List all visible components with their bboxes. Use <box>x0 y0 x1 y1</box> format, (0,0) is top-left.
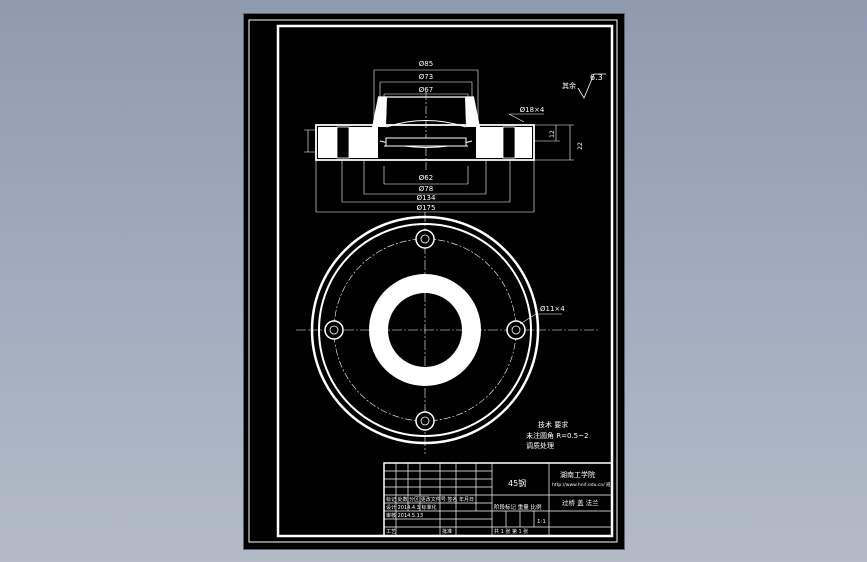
dim-h12: 12 <box>549 130 556 138</box>
roughness-value: 6.3 <box>590 73 603 82</box>
bolt-hole-left-plan <box>324 320 344 340</box>
plan-view: Ø11×4 <box>296 212 599 454</box>
approve: 批准 <box>442 528 452 535</box>
bolt-hole-right-plan <box>506 320 526 340</box>
boss-right-wall <box>465 97 480 127</box>
section-dim-texts: Ø85 Ø73 Ø67 Ø62 Ø78 Ø134 Ø175 Ø18×4 22 1… <box>417 60 584 212</box>
drawing-sheet: Ø85 Ø73 Ø67 Ø62 Ø78 Ø134 Ø175 Ø18×4 22 1… <box>244 14 624 549</box>
review-row: 审核 2014.5.13 <box>386 512 423 519</box>
dim-d85: Ø85 <box>419 60 433 68</box>
bore-groove <box>385 137 467 147</box>
roughness-label: 其余 <box>562 81 576 90</box>
plan-bolt-holes <box>324 229 526 431</box>
bolt-hole-top <box>415 229 435 249</box>
dim-d175: Ø175 <box>417 204 436 212</box>
dim-d78: Ø78 <box>419 185 433 193</box>
boss-left-wall <box>372 97 387 127</box>
dim-d62: Ø62 <box>419 174 433 182</box>
school-url: http://www.hnit.edu.cn/ 班 <box>552 481 611 488</box>
tech-notes-line1: 未注圆角 R=0.5~2 <box>526 431 588 440</box>
dim-lines <box>304 69 574 213</box>
stage-cols: 阶段标记 重量 比例 <box>494 503 542 511</box>
title-block-texts: 45钢 湖南工学院 http://www.hnit.edu.cn/ 班 过桥 盖… <box>386 470 611 535</box>
hole-leader <box>519 313 562 325</box>
header-cols: 标记 处数 分区 更改文件号 签名 年月日 <box>386 496 474 503</box>
tech-notes-title: 技术 要求 <box>538 420 568 429</box>
bolt-hole-bottom <box>415 411 435 431</box>
sheet-count: 共 1 张 第 1 张 <box>494 528 528 535</box>
outer-border <box>248 19 618 543</box>
section-view <box>304 69 574 213</box>
bolt-hole-inner <box>329 234 521 426</box>
bolt-hole-right <box>502 126 516 159</box>
material: 45钢 <box>508 478 526 488</box>
title-block <box>383 462 613 537</box>
hole-callout: Ø11×4 <box>540 305 565 313</box>
tech-notes-line2: 调质处理 <box>526 441 554 450</box>
dim-h22: 22 <box>577 142 584 150</box>
school-name: 湖南工学院 <box>560 470 595 479</box>
designer-row: 设计 2014.4.3 标准化 <box>386 504 436 511</box>
dim-holes: Ø18×4 <box>520 106 545 114</box>
dim-d67: Ø67 <box>419 86 433 94</box>
process: 工艺 <box>386 529 396 535</box>
cad-drawing: Ø85 Ø73 Ø67 Ø62 Ø78 Ø134 Ø175 Ø18×4 22 1… <box>248 19 618 543</box>
scale: 1:1 <box>537 519 546 525</box>
roughness-symbol: 其余 6.3 <box>562 73 606 99</box>
part-name: 过桥 盖 法兰 <box>562 498 599 507</box>
tech-notes: 技术 要求 未注圆角 R=0.5~2 调质处理 <box>526 420 588 450</box>
bolt-hole-left <box>336 126 350 159</box>
dim-d73: Ø73 <box>419 73 433 81</box>
dim-d134: Ø134 <box>417 194 436 202</box>
